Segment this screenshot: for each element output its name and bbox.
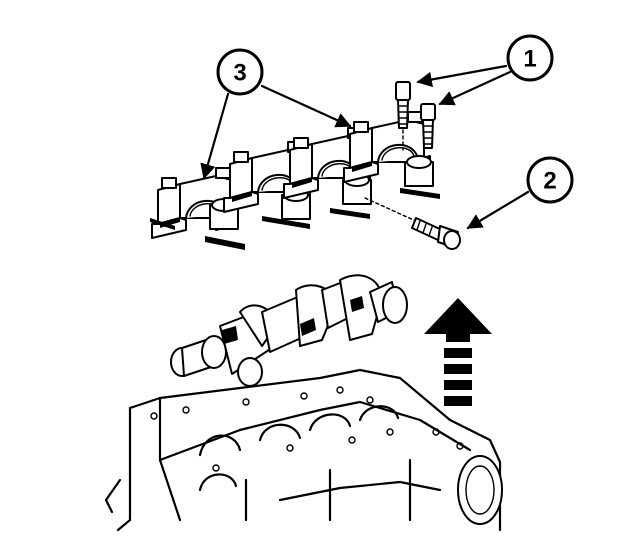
callout-label-3: 3 bbox=[233, 60, 246, 87]
bearing-cap-group bbox=[150, 111, 440, 250]
cap-bolt-left bbox=[395, 81, 411, 151]
callout-1: 1 bbox=[416, 34, 554, 106]
callout-label-2: 2 bbox=[543, 168, 556, 195]
block-bolt-holes bbox=[150, 386, 464, 472]
up-arrow-icon bbox=[424, 298, 492, 406]
bearing-cap-4 bbox=[343, 111, 440, 199]
engine-block bbox=[104, 368, 503, 532]
crankshaft bbox=[170, 274, 408, 387]
cap-bolts bbox=[395, 81, 436, 151]
side-bolt bbox=[364, 197, 461, 250]
cap-bolt-right bbox=[420, 103, 436, 149]
callout-3: 3 bbox=[200, 48, 352, 180]
callout-2: 2 bbox=[466, 156, 574, 230]
callout-label-1: 1 bbox=[523, 46, 536, 73]
